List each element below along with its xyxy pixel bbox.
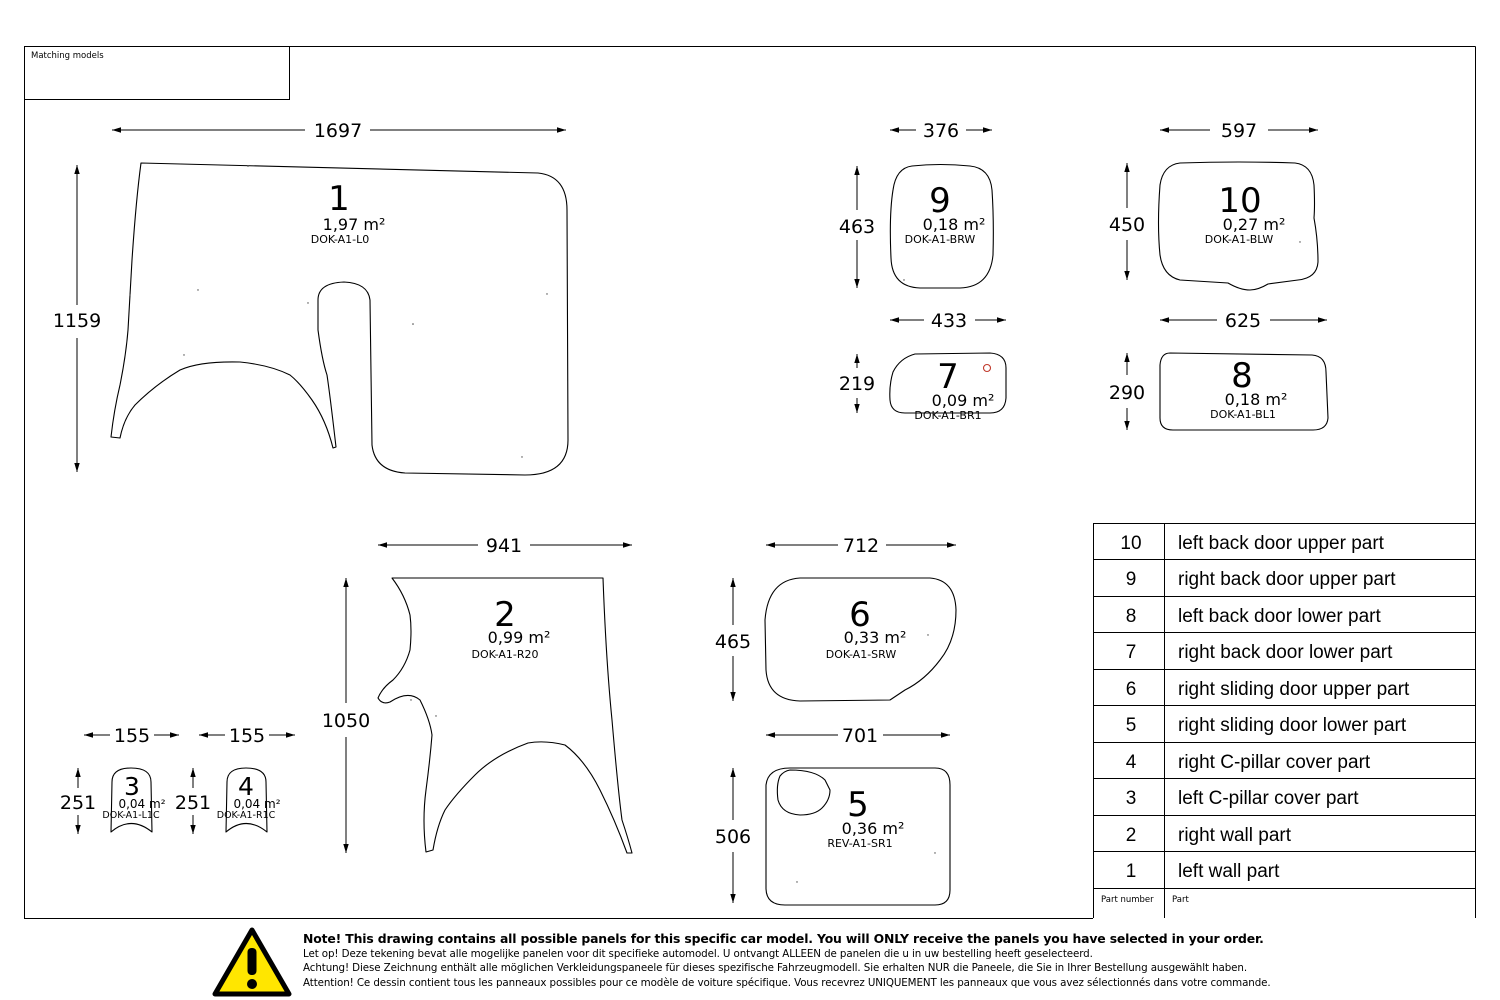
table-row-number: 10: [1120, 533, 1141, 554]
panel-6-code: DOK-A1-SRW: [826, 648, 897, 661]
panel-8-height-dim: 290: [1109, 382, 1145, 404]
table-header-part: Part: [1172, 895, 1189, 905]
panel-5-width-dim: 701: [842, 725, 878, 747]
panel-5-height-dim: 506: [715, 826, 751, 848]
panel-6-width-dim: 712: [843, 535, 879, 557]
panel-8-width-dim: 625: [1225, 310, 1261, 332]
order-notice: Note! This drawing contains all possible…: [212, 926, 1492, 998]
warning-triangle-icon: [212, 927, 292, 997]
notice-line-nl: Let op! Deze tekening bevat alle mogelij…: [303, 947, 1093, 960]
panel-6-height-dim: 465: [715, 631, 751, 653]
table-row-number: 8: [1126, 606, 1137, 627]
table-header-part-number: Part number: [1101, 895, 1154, 905]
title-block-label: Matching models: [31, 51, 104, 61]
panel-2-area: 0,99 m²: [488, 628, 551, 647]
table-row-number: 5: [1126, 715, 1137, 736]
panel-10-area: 0,27 m²: [1223, 215, 1286, 234]
table-row-part: right sliding door upper part: [1178, 679, 1410, 700]
panel-speckles: [129, 165, 1301, 883]
panel-8-code: DOK-A1-BL1: [1210, 408, 1276, 421]
notice-line-de: Achtung! Diese Zeichnung enthält alle mö…: [303, 962, 1248, 975]
panel-10-code: DOK-A1-BLW: [1205, 233, 1274, 246]
panel-3-number: 3: [124, 772, 140, 801]
panel-5-outline: [765, 767, 951, 906]
panel-9-number: 9: [929, 181, 951, 221]
panel-4-area: 0,04 m²: [233, 797, 280, 811]
panel-2-outline: [377, 577, 633, 854]
table-row-part: left back door lower part: [1178, 606, 1381, 627]
panel-6-outline: [764, 577, 957, 702]
panel-5-number: 5: [847, 785, 869, 825]
panel-9-width-dim: 376: [923, 120, 959, 142]
title-block: Matching models: [24, 46, 290, 100]
panel-3-height-dim: 251: [60, 792, 96, 814]
table-row-part: right wall part: [1178, 825, 1292, 846]
table-row-part: right sliding door lower part: [1178, 715, 1407, 736]
panel-2-number: 2: [494, 595, 516, 635]
panel-3-area: 0,04 m²: [118, 797, 165, 811]
table-row-number: 2: [1126, 825, 1137, 846]
panel-4-height-dim: 251: [175, 792, 211, 814]
panel-4-width-dim: 155: [229, 725, 265, 747]
table-row-part: right back door lower part: [1178, 642, 1393, 663]
panel-2-width-dim: 941: [486, 535, 522, 557]
table-row-number: 1: [1126, 861, 1137, 882]
panel-10-width-dim: 597: [1221, 120, 1257, 142]
panel-8-outline: [1159, 352, 1329, 431]
panel-3-width-dim: 155: [114, 725, 150, 747]
panel-1-width-dim: 1697: [314, 120, 362, 142]
panel-10-height-dim: 450: [1109, 214, 1145, 236]
panel-10-number: 10: [1218, 181, 1261, 221]
panel-7-hole: [982, 363, 992, 373]
panel-7-area: 0,09 m²: [932, 391, 995, 410]
table-row-part: right C-pillar cover part: [1178, 752, 1371, 773]
table-row-part: right back door upper part: [1178, 569, 1396, 590]
table-row-number: 6: [1126, 679, 1137, 700]
panel-7-code: DOK-A1-BR1: [914, 409, 981, 422]
panel-10-outline: [1157, 161, 1319, 291]
panel-2-height-dim: 1050: [322, 710, 370, 732]
table-row-part: left wall part: [1178, 861, 1280, 882]
table-row-part: left back door upper part: [1178, 533, 1385, 554]
panel-7-height-dim: 219: [839, 373, 875, 395]
panel-3-code: DOK-A1-L1C: [102, 810, 160, 821]
panel-5-area: 0,36 m²: [842, 819, 905, 838]
table-row-number: 7: [1126, 642, 1137, 663]
panel-4-outline: [225, 767, 268, 833]
panel-7-width-dim: 433: [931, 310, 967, 332]
panel-7-number: 7: [937, 357, 959, 397]
panel-7-outline: [889, 352, 1007, 414]
panel-9-area: 0,18 m²: [923, 215, 986, 234]
table-row-part: left C-pillar cover part: [1178, 788, 1359, 809]
parts-table: 10 left back door upper part 9 right bac…: [1093, 523, 1475, 918]
panel-4-code: DOK-A1-R1C: [217, 810, 276, 821]
panel-8-area: 0,18 m²: [1225, 390, 1288, 409]
panel-3-outline: [110, 767, 153, 833]
table-row-number: 3: [1126, 788, 1137, 809]
panel-1-code: DOK-A1-L0: [311, 233, 370, 246]
panel-1-area: 1,97 m²: [323, 215, 386, 234]
panel-9-height-dim: 463: [839, 216, 875, 238]
notice-line-fr: Attention! Ce dessin contient tous les p…: [303, 976, 1271, 989]
table-row-number: 9: [1126, 569, 1137, 590]
panel-2-code: DOK-A1-R20: [471, 648, 538, 661]
panel-9-code: DOK-A1-BRW: [905, 233, 976, 246]
panel-5-code: REV-A1-SR1: [827, 837, 892, 850]
panel-8-number: 8: [1231, 356, 1253, 396]
notice-line-en: Note! This drawing contains all possible…: [303, 931, 1264, 946]
notice-text: Note! This drawing contains all possible…: [303, 931, 1483, 990]
panel-6-area: 0,33 m²: [844, 628, 907, 647]
panel-6-number: 6: [849, 595, 871, 635]
panel-9-outline: [889, 163, 994, 289]
panel-1-height-dim: 1159: [53, 310, 101, 332]
table-row-number: 4: [1126, 752, 1137, 773]
panel-5-cutout: [776, 769, 831, 816]
panel-1-number: 1: [328, 179, 350, 219]
panel-4-number: 4: [238, 772, 254, 801]
panel-1-outline: [110, 162, 569, 476]
